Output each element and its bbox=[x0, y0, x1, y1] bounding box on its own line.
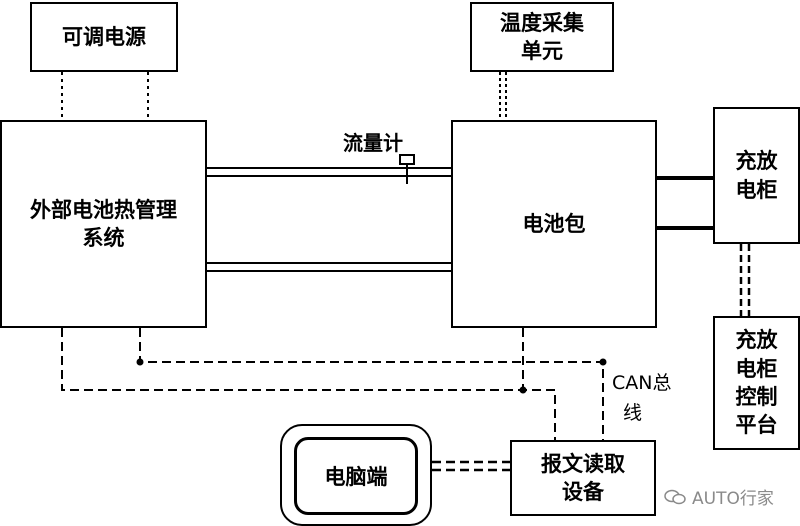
charger-control-label-1: 充放 bbox=[735, 328, 778, 353]
message-reader-label-2: 设备 bbox=[562, 480, 604, 504]
charger-control-label-4: 平台 bbox=[735, 413, 778, 438]
power-supply-label: 可调电源 bbox=[62, 24, 146, 49]
flowmeter-icon bbox=[399, 154, 415, 184]
power-link bbox=[61, 72, 149, 120]
charger-box: 充放 电柜 bbox=[713, 107, 800, 244]
charger-label-1: 充放 bbox=[735, 149, 778, 174]
battery-pack-box: 电池包 bbox=[451, 120, 657, 328]
power-supply-box: 可调电源 bbox=[30, 2, 178, 72]
temp-link bbox=[499, 72, 507, 120]
watermark-text: AUTO行家 bbox=[692, 489, 774, 509]
message-reader-box: 报文读取 设备 bbox=[510, 440, 656, 516]
wechat-icon bbox=[664, 489, 686, 504]
pc-box: 电脑端 bbox=[294, 437, 418, 515]
charge-cables bbox=[656, 176, 714, 230]
charger-control-box: 充放 电柜 控制 平台 bbox=[713, 316, 800, 450]
message-reader-label-1: 报文读取 bbox=[541, 451, 625, 476]
pc-reader-link bbox=[432, 460, 510, 472]
temperature-unit-box: 温度采集 单元 bbox=[470, 2, 614, 72]
thermal-system-label-2: 系统 bbox=[82, 226, 125, 250]
charger-ctrl-link bbox=[739, 244, 751, 316]
temperature-unit-label-1: 温度采集 bbox=[500, 10, 584, 35]
pc-label: 电脑端 bbox=[324, 465, 388, 489]
can-bus bbox=[61, 328, 604, 440]
temperature-unit-label-2: 单元 bbox=[521, 39, 563, 63]
coolant-pipes bbox=[205, 167, 452, 272]
can-bus-joints bbox=[136, 358, 607, 394]
charger-control-label-2: 电柜 bbox=[735, 356, 778, 381]
watermark: AUTO行家 bbox=[664, 484, 774, 509]
pc-frame bbox=[280, 424, 432, 526]
charger-control-label-3: 控制 bbox=[735, 385, 778, 409]
thermal-system-label-1: 外部电池热管理 bbox=[30, 197, 177, 222]
flowmeter-label: 流量计 bbox=[343, 131, 403, 155]
charger-label-2: 电柜 bbox=[735, 177, 778, 202]
battery-pack-label: 电池包 bbox=[522, 211, 586, 236]
can-bus-label-2: 线 bbox=[623, 402, 643, 424]
thermal-system-box: 外部电池热管理 系统 bbox=[0, 120, 207, 328]
can-bus-label-1: CAN总 bbox=[612, 372, 672, 394]
